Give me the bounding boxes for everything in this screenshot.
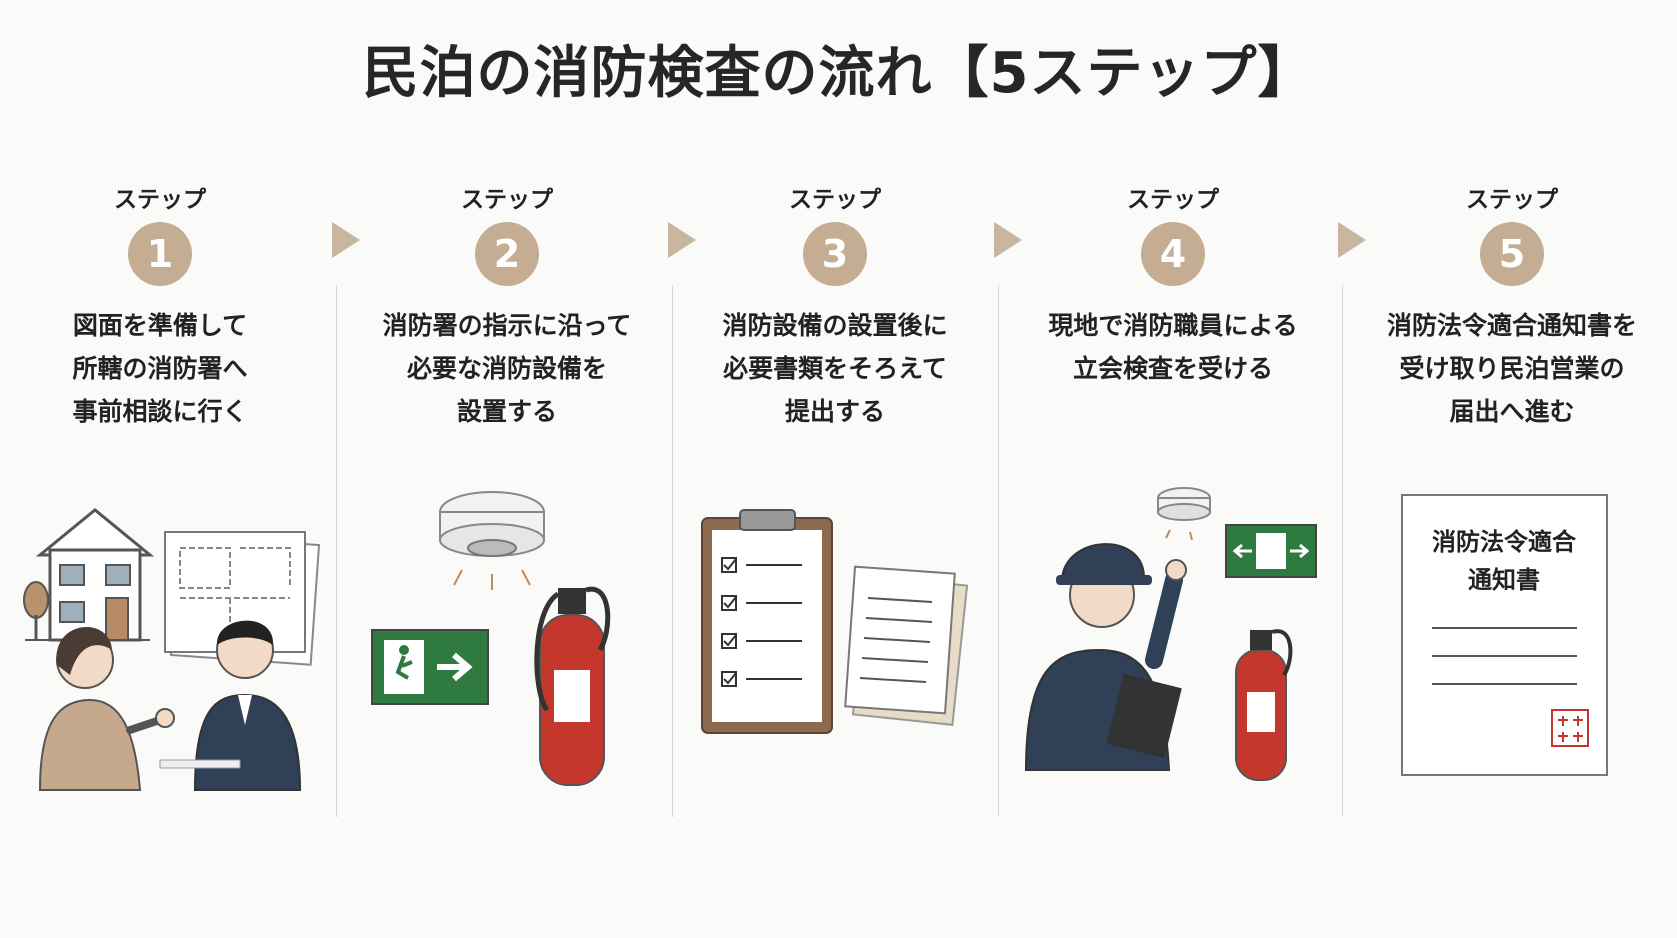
step-description: 消防署の指示に沿って 必要な消防設備を 設置する (382, 311, 632, 426)
equipment-illustration (371, 491, 611, 786)
step-label: ステップ (789, 187, 881, 213)
step-number-badge: 5 (1480, 222, 1544, 286)
exit-sign-icon (371, 629, 489, 705)
smoke-detector-icon (1157, 487, 1211, 541)
page-title: 民泊の消防検査の流れ【5ステップ】 (362, 41, 1315, 106)
floor-plan-icon (164, 531, 320, 666)
step-number-badge: 4 (1141, 222, 1205, 286)
step-3: ステップ 3 消防設備の設置後に 必要書類をそろえて 提出する (670, 170, 1000, 820)
next-step-arrow-icon (1338, 222, 1366, 258)
certificate-title-line: 通知書 (1468, 566, 1540, 594)
seal-stamp-icon (1551, 709, 1589, 747)
consultation-illustration (23, 508, 320, 791)
step-label: ステップ (1127, 187, 1219, 213)
step-2: ステップ 2 消防署の指示に沿って 必要な消防設備を 設置する (342, 170, 672, 820)
smoke-detector-icon (439, 491, 545, 590)
step-description: 現地で消防職員による 立会検査を受ける (1048, 311, 1298, 383)
certificate-illustration: 消防法令適合 通知書 (1401, 494, 1608, 776)
step-description: 消防設備の設置後に 必要書類をそろえて 提出する (722, 311, 948, 426)
certificate-title-line: 消防法令適合 (1432, 528, 1577, 556)
fire-inspector-icon (1024, 543, 1187, 771)
paper-documents-icon (844, 565, 969, 726)
step-label: ステップ (461, 187, 553, 213)
house-icon (23, 508, 155, 642)
clipboard-checklist-icon (701, 509, 833, 734)
step-number-badge: 1 (128, 222, 192, 286)
step-label: ステップ (114, 187, 206, 213)
step-description: 消防法令適合通知書を 受け取り民泊営業の 届出へ進む (1386, 311, 1637, 426)
resident-person-icon (38, 627, 175, 791)
documents-illustration (701, 509, 969, 734)
step-4: ステップ 4 現地で消防職員による 立会検査を受ける (1004, 170, 1342, 820)
step-label: ステップ (1466, 187, 1558, 213)
column-divider (1342, 285, 1343, 817)
next-step-arrow-icon (332, 222, 360, 258)
next-step-arrow-icon (668, 222, 696, 258)
column-divider (998, 285, 999, 817)
fire-officer-icon (159, 620, 302, 791)
fire-extinguisher-icon (534, 586, 611, 786)
certificate-document-icon: 消防法令適合 通知書 (1401, 494, 1608, 776)
inspection-illustration (1024, 487, 1317, 781)
column-divider (336, 285, 337, 817)
step-number-badge: 3 (803, 222, 867, 286)
exit-sign-icon (1225, 524, 1317, 578)
step-5: ステップ 5 消防法令適合通知書を 受け取り民泊営業の 届出へ進む 消防法令適合… (1347, 170, 1677, 820)
column-divider (672, 285, 673, 817)
next-step-arrow-icon (994, 222, 1022, 258)
fire-extinguisher-icon (1235, 629, 1293, 781)
step-number-badge: 2 (475, 222, 539, 286)
step-1: ステップ 1 図面を準備して 所轄の消防署へ 事前相談に行く (0, 170, 320, 820)
step-description: 図面を準備して 所轄の消防署へ 事前相談に行く (72, 311, 248, 426)
